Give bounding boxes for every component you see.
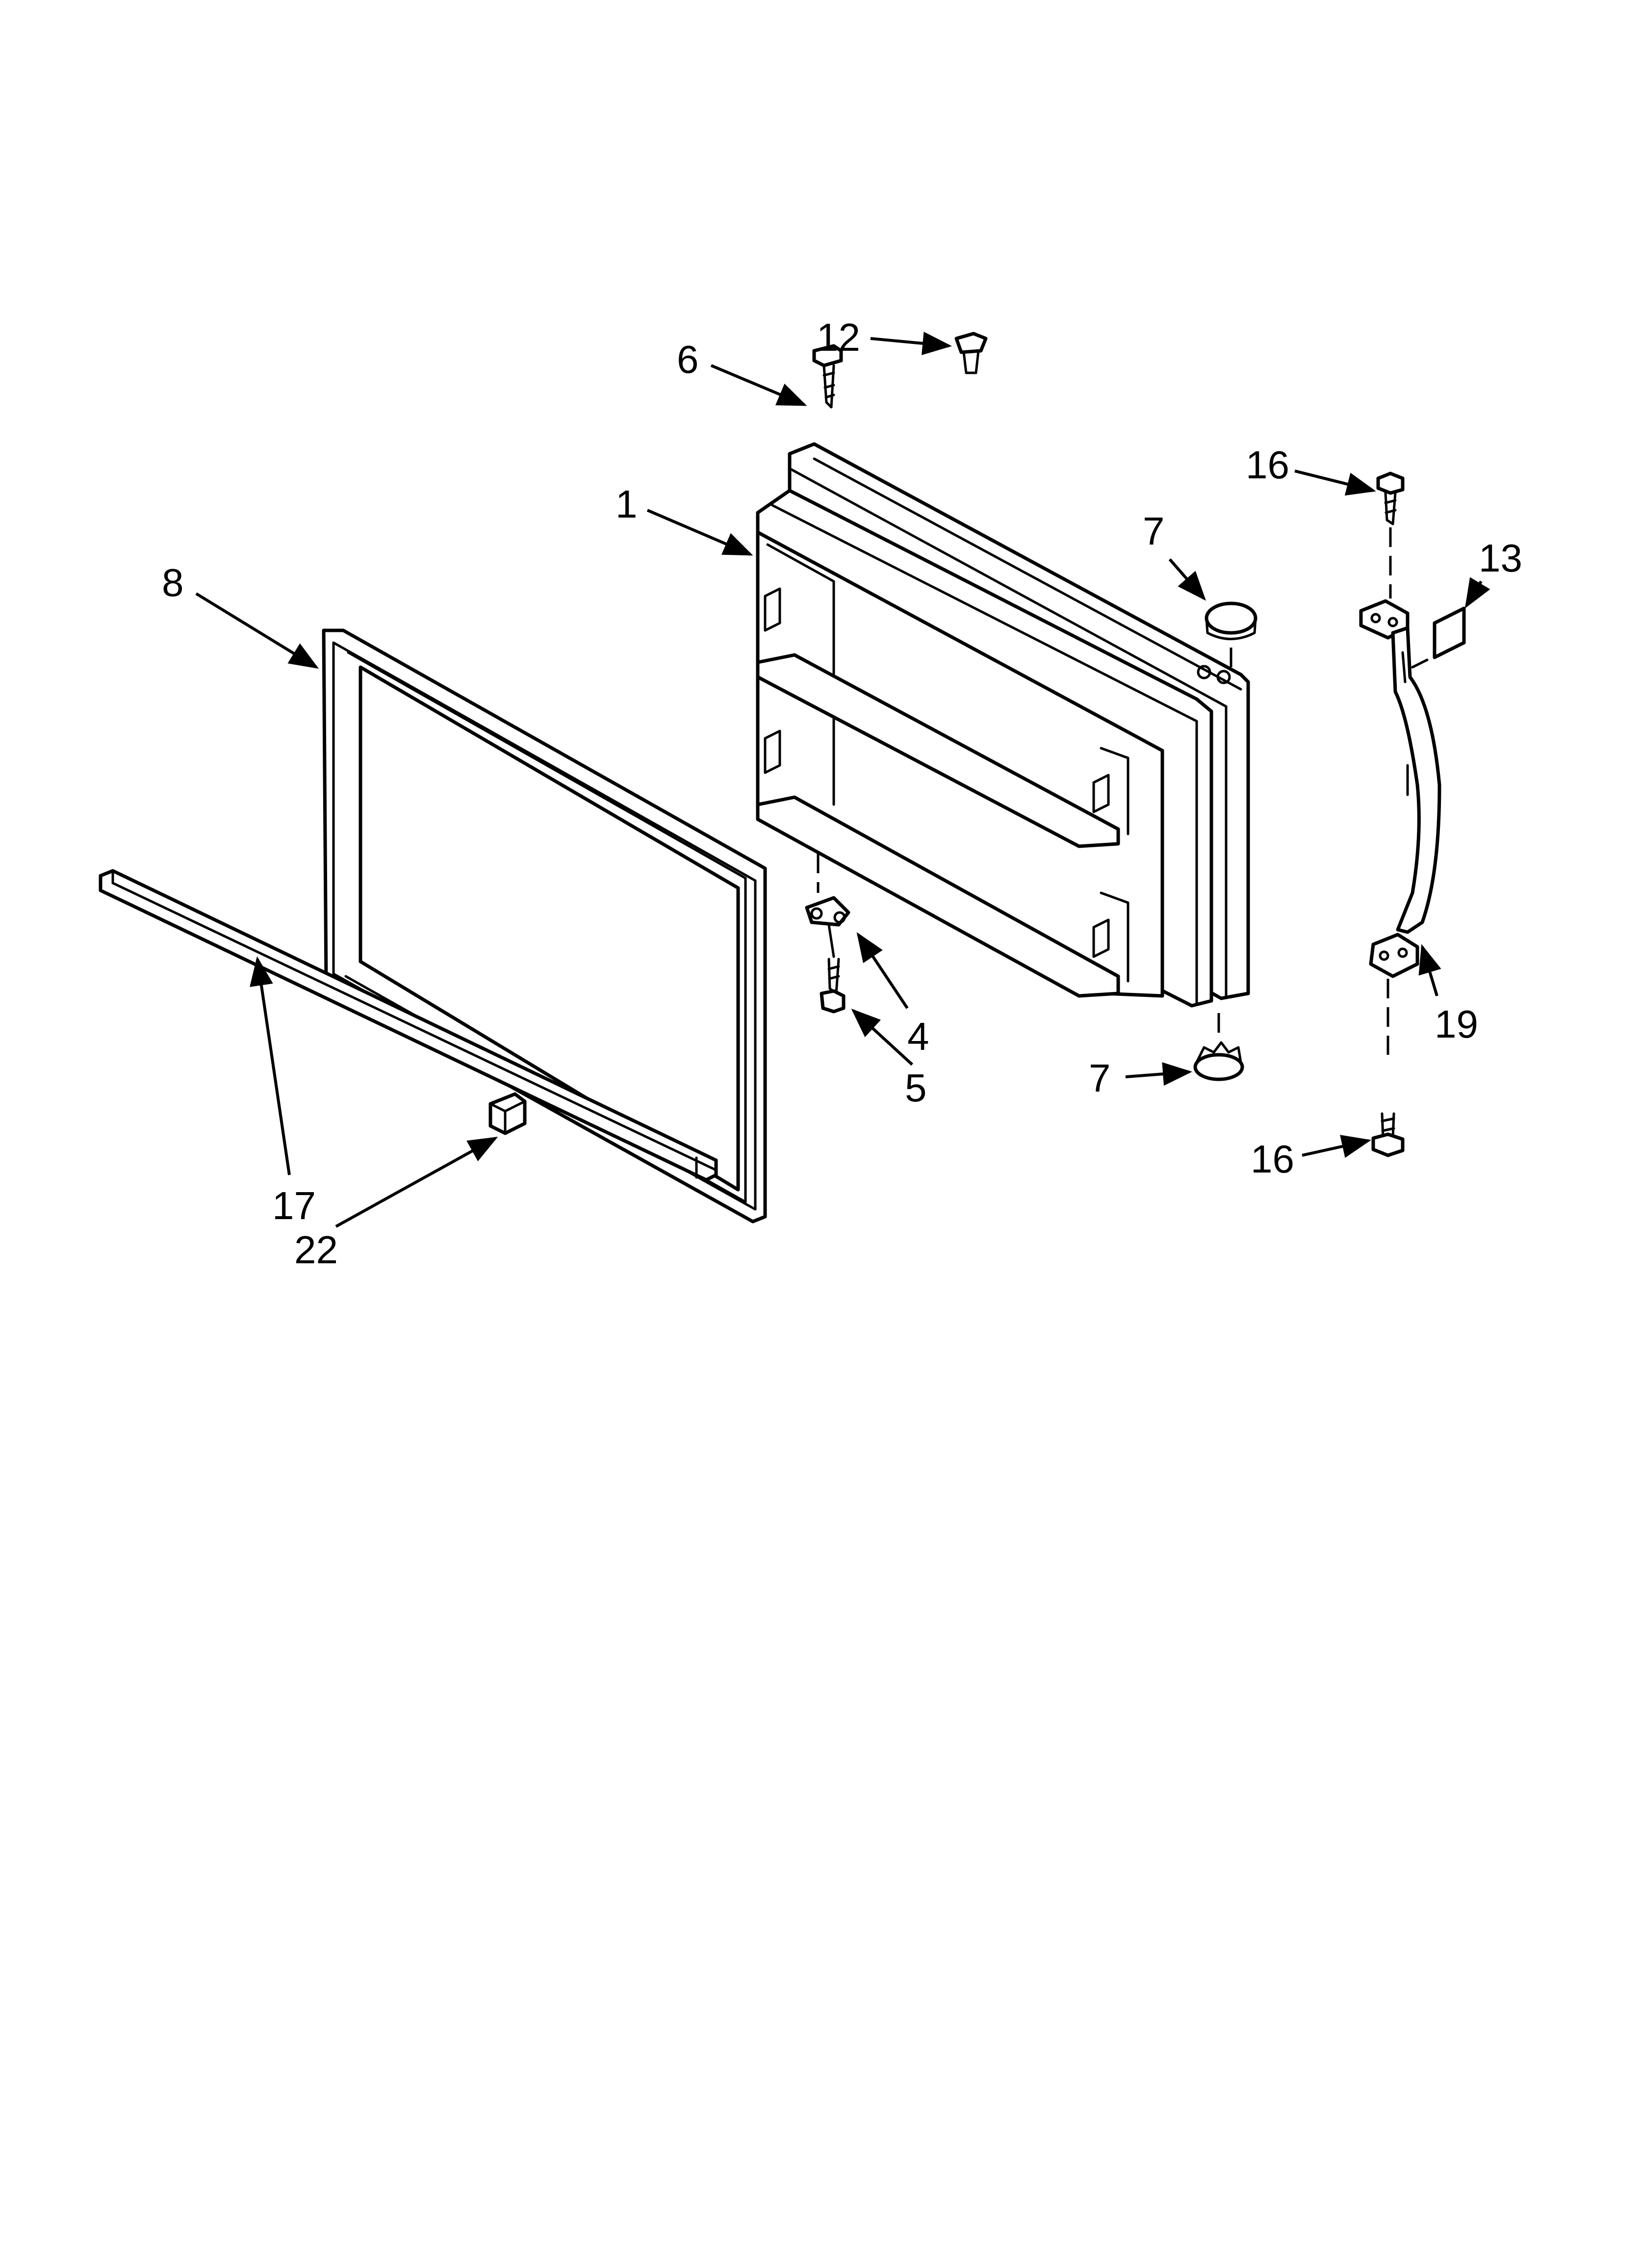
trim-strip-part-17 [99, 869, 718, 1182]
leader-6 [710, 364, 807, 406]
leader-4 [856, 932, 909, 1009]
door-gasket-part-8 [322, 628, 767, 1224]
callout-16-bottom: 16 [1251, 1137, 1294, 1181]
callout-22: 22 [294, 1228, 338, 1272]
leader-22 [335, 1137, 498, 1228]
screw-part-5 [820, 958, 846, 1014]
callout-16-top: 16 [1246, 443, 1289, 487]
hinge-part-4 [805, 854, 850, 958]
door-handle-part-19 [1359, 527, 1441, 1055]
callout-8: 8 [162, 561, 184, 604]
leader-16-top [1294, 469, 1376, 496]
screw-part-6 [812, 344, 843, 409]
plug-part-12 [954, 332, 988, 374]
leader-7-top [1168, 558, 1206, 601]
label-part-13 [1411, 606, 1466, 669]
screw-part-16-bottom [1371, 1112, 1405, 1157]
leader-7-bottom [1125, 1062, 1192, 1086]
leader-1 [646, 509, 753, 556]
callout-19: 19 [1435, 1002, 1478, 1046]
leader-16-bottom [1302, 1135, 1371, 1158]
leader-5 [851, 1008, 914, 1066]
callout-5: 5 [905, 1066, 927, 1110]
callout-7-top: 7 [1143, 509, 1165, 553]
callout-1: 1 [616, 482, 638, 526]
door-liner-part-1 [756, 442, 1250, 1008]
leader-12 [870, 332, 952, 355]
callout-numbers: 6 12 1 8 7 16 13 4 5 7 19 16 17 22 [162, 315, 1522, 1272]
callout-6: 6 [677, 338, 699, 381]
leader-19 [1418, 944, 1441, 996]
leader-lines [195, 332, 1490, 1228]
callout-12: 12 [817, 315, 860, 359]
hinge-cap-part-7-bottom [1193, 1013, 1244, 1081]
leader-17 [250, 956, 291, 1175]
leader-13 [1464, 577, 1490, 609]
callout-17: 17 [272, 1184, 316, 1227]
leader-8 [195, 592, 319, 669]
callout-7-bottom: 7 [1089, 1056, 1111, 1100]
screw-part-16-top [1376, 471, 1405, 525]
callout-13: 13 [1479, 536, 1522, 580]
callout-4: 4 [907, 1015, 929, 1058]
end-cap-part-22 [488, 1092, 527, 1135]
hinge-cap-part-7-top [1205, 601, 1257, 667]
